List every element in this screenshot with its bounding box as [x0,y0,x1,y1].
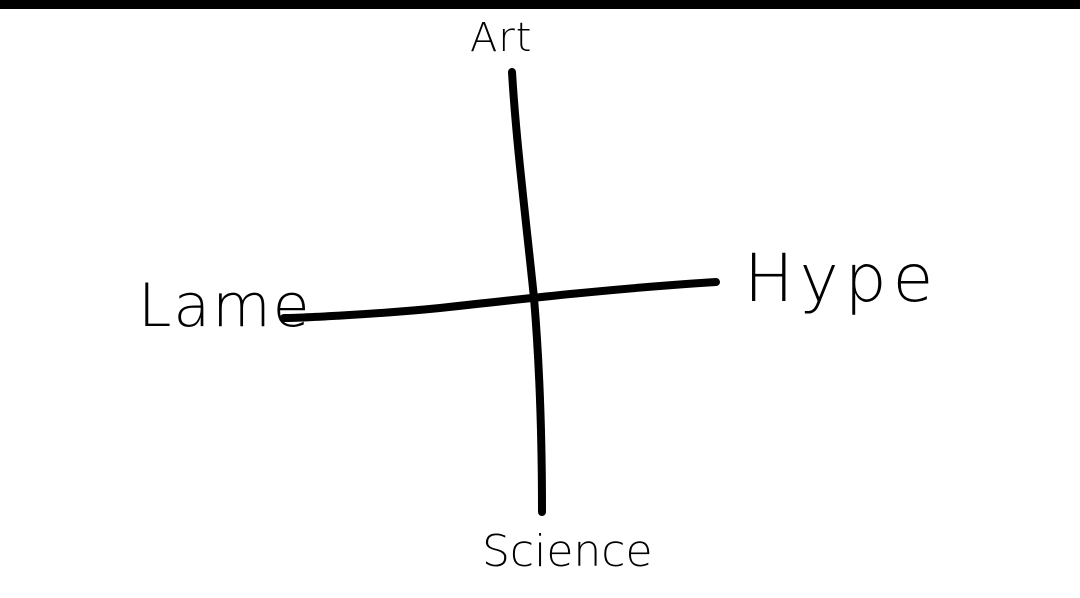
top-axis-label: Art [470,15,533,61]
bottom-axis-label: Science [482,526,653,577]
horizontal-axis [280,278,720,322]
right-axis-label: Hype [744,240,940,317]
vertical-axis [508,68,546,516]
left-axis-label: Lame [138,271,312,341]
top-black-bar [0,0,1080,9]
